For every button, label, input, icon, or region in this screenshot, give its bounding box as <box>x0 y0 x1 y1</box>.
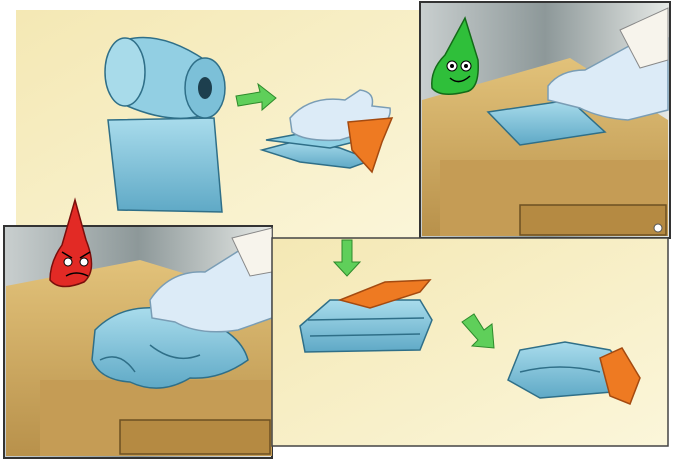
panel-wiping-with-crumpled-cloth <box>4 200 272 458</box>
paper-roll-icon <box>105 38 225 213</box>
panel-wiping-with-folded-cloth <box>420 2 670 238</box>
panel-folding-cloth-steps <box>272 238 668 446</box>
